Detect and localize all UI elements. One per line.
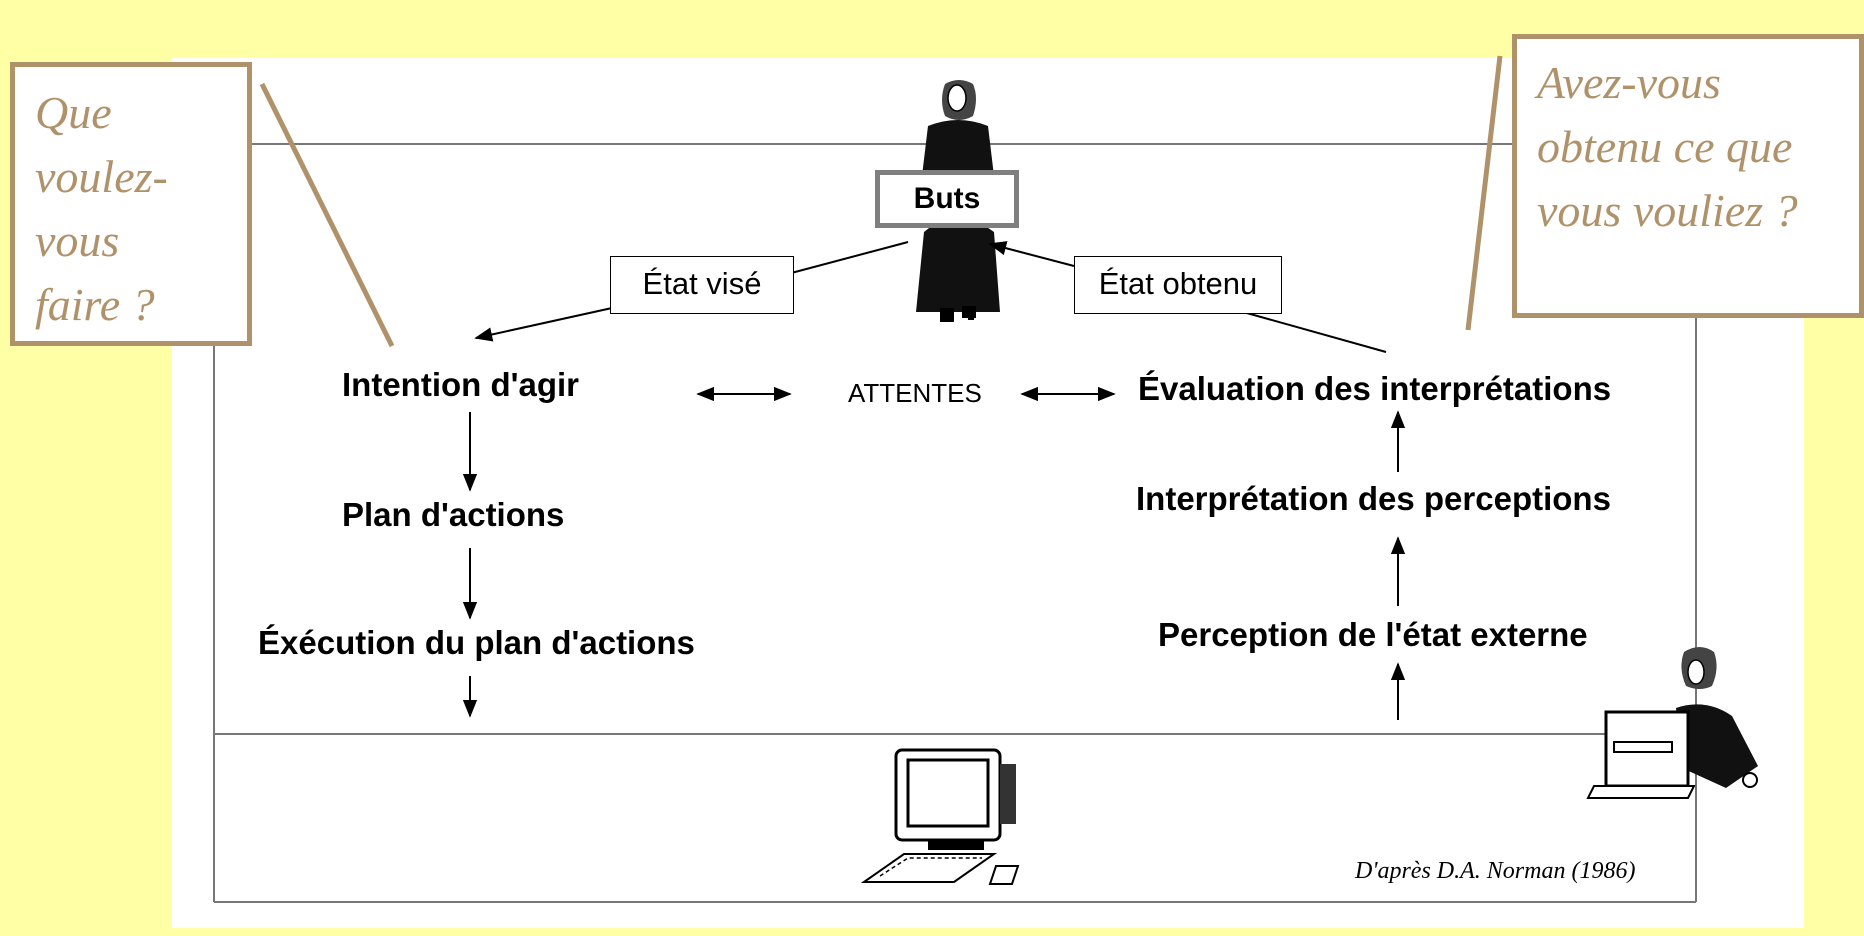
- plan-node: Plan d'actions: [342, 496, 565, 533]
- right-callout: Avez-vous obtenu ce que vous vouliez ?: [1512, 34, 1864, 318]
- execution-node: Éxécution du plan d'actions: [258, 624, 695, 661]
- attribution-credit: D'après D.A. Norman (1986): [1355, 858, 1636, 884]
- obtained-state-box: État obtenu: [1074, 256, 1282, 314]
- evaluation-node: Évaluation des interprétations: [1138, 370, 1612, 407]
- intention-node: Intention d'agir: [342, 366, 579, 403]
- left-callout-line-4: faire ?: [35, 279, 155, 330]
- right-callout-line-3: vous vouliez ?: [1537, 185, 1798, 236]
- person-icon: [916, 80, 1000, 322]
- target-state-box: État visé: [610, 256, 794, 314]
- right-callout-line-1: Avez-vous: [1537, 57, 1721, 108]
- left-callout-line-1: Que: [35, 87, 112, 138]
- goals-box: Buts: [875, 170, 1019, 228]
- computer-icon: [860, 748, 1020, 885]
- perception-node: Perception de l'état externe: [1158, 616, 1588, 653]
- right-callout-line-2: obtenu ce que: [1537, 121, 1793, 172]
- expectations-label: ATTENTES: [848, 378, 982, 408]
- left-callout-line-3: vous: [35, 215, 120, 266]
- left-callout: Que voulez- vous faire ?: [10, 62, 252, 346]
- left-callout-pointer: [259, 82, 395, 348]
- left-callout-line-2: voulez-: [35, 151, 168, 202]
- obtained-to-goals-arrow: [988, 241, 1075, 267]
- evaluation-to-obtained-line: [1235, 309, 1387, 353]
- right-callout-pointer: [1465, 55, 1503, 331]
- goals-to-target-line: [779, 241, 909, 277]
- user-at-computer-icon: [1586, 647, 1758, 799]
- target-to-intention-arrow: [474, 307, 613, 342]
- interpretation-node: Interprétation des perceptions: [1136, 480, 1611, 517]
